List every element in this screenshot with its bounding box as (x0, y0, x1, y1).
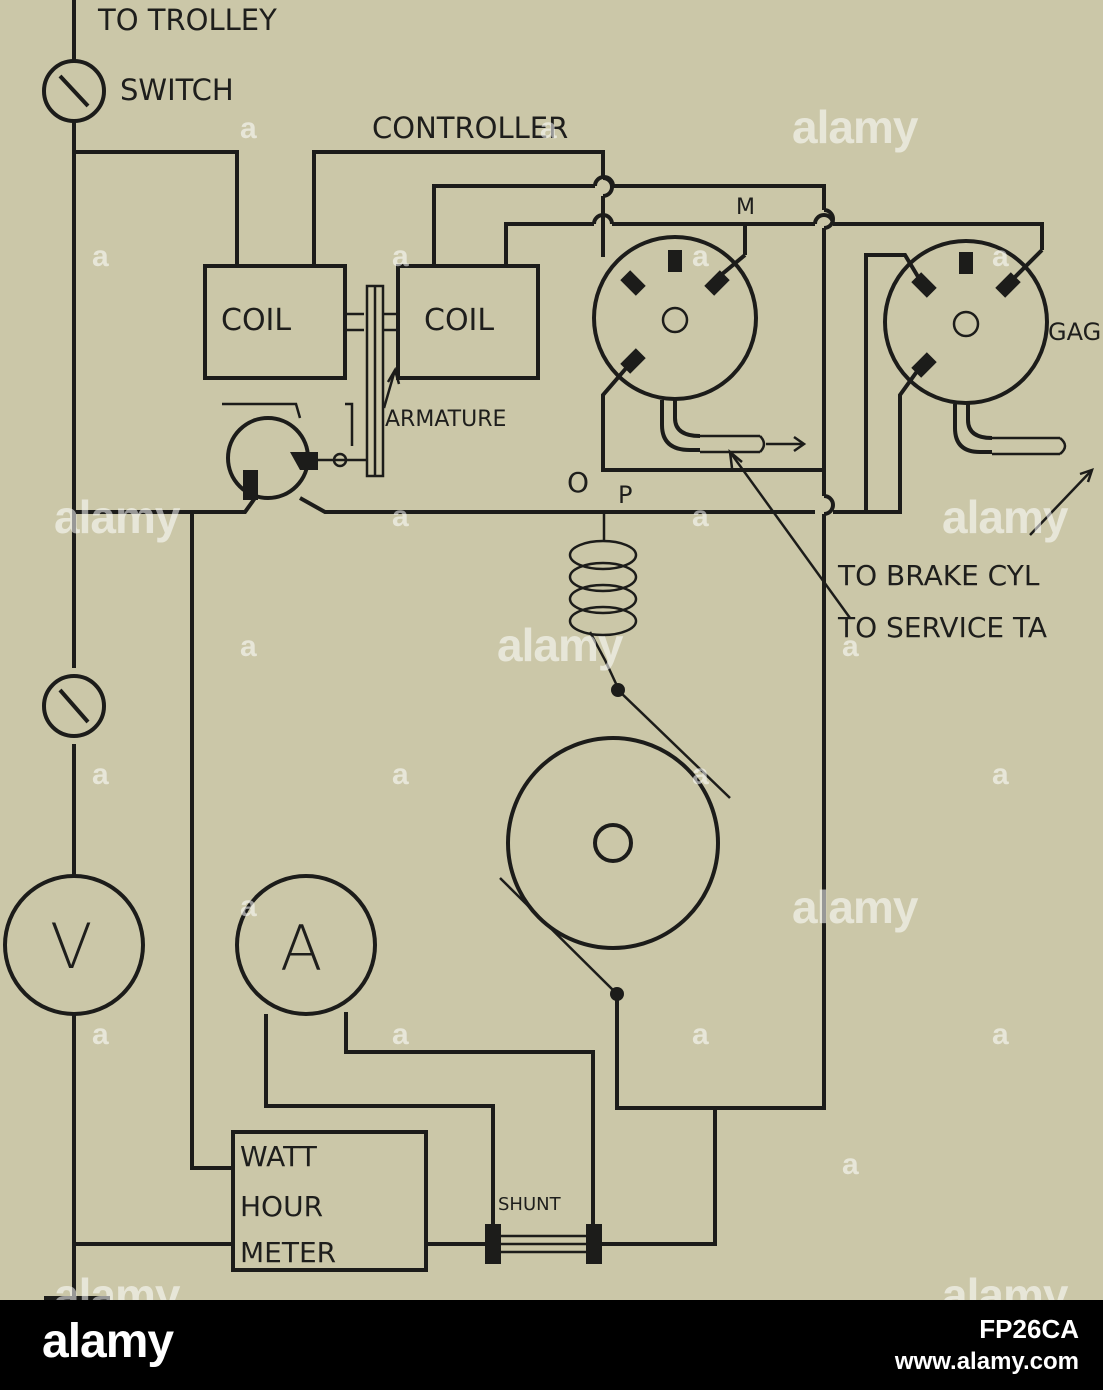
footer-image-id: FP26CA (979, 1314, 1079, 1344)
label-o: O (567, 466, 589, 499)
leader-armature-head (386, 366, 401, 385)
label-to-brake-cyl: TO BRAKE CYL (837, 559, 1040, 592)
label-to-trolley: TO TROLLEY (97, 3, 277, 37)
voltmeter-circle (3, 874, 145, 1016)
wire-right-coil (432, 184, 595, 265)
watermark-mark-1: a (240, 112, 257, 145)
wire-m (504, 222, 594, 265)
resistance-coil (568, 512, 731, 799)
label-voltmeter: V (50, 910, 92, 983)
footer-url: www.alamy.com (894, 1348, 1079, 1375)
label-switch: SWITCH (120, 73, 234, 107)
leader-brake-cyl-head (1079, 468, 1094, 483)
gauge-valve-2 (883, 239, 1067, 456)
lower-switch-icon (42, 674, 106, 738)
wire-bus-right (299, 496, 815, 514)
watermark-mark-2: a (540, 112, 557, 145)
wire-shunt-right (602, 1108, 717, 1246)
label-p: P (618, 481, 632, 509)
circuit-breaker (222, 402, 367, 500)
wire-right-coil-hop (593, 175, 615, 187)
wire-valve2-top (1010, 248, 1044, 282)
label-coil-left: COIL (221, 303, 291, 338)
shunt (485, 1224, 602, 1264)
wire-m-3 (833, 222, 1044, 250)
label-armature: ARMATURE (385, 407, 506, 432)
label-watt: WATT (240, 1140, 318, 1173)
ammeter-circle (235, 874, 377, 1016)
wire-controller (312, 150, 605, 265)
label-coil-right: COIL (424, 303, 494, 338)
watermark-mark-11: a (92, 758, 109, 791)
label-meter: METER (240, 1236, 336, 1269)
watermark-mark-6: a (992, 240, 1009, 273)
motor-circle (499, 736, 720, 1001)
watermark-5: alamy (792, 881, 918, 933)
wire-m-hop (592, 213, 614, 225)
diagram-svg: TO TROLLEY SWITCH CONTROLLER M COIL COIL… (3, 0, 1101, 1300)
footer-logo: alamy (42, 1315, 174, 1368)
watermark-mark-5: a (692, 240, 709, 273)
watermark-2: alamy (54, 491, 180, 543)
watermark-mark-9: a (240, 630, 257, 663)
watermark-4: alamy (497, 619, 623, 671)
wire-valve1-left (601, 364, 824, 472)
coil-left-box (203, 264, 347, 380)
wire-ammeter-right (344, 1012, 595, 1224)
label-controller: CONTROLLER (372, 111, 568, 145)
watermark-mark-3: a (92, 240, 109, 273)
brake-valve-1 (592, 235, 807, 454)
wire-bus-left (74, 496, 257, 514)
watermark-mark-13: a (692, 758, 709, 791)
watermark-mark-18: a (692, 1018, 709, 1051)
label-ammeter: A (280, 912, 322, 985)
watermark-mark-12: a (392, 758, 409, 791)
footer-bar: alamy FP26CA www.alamy.com (0, 1300, 1103, 1390)
label-to-service-ta: TO SERVICE TA (837, 611, 1047, 644)
wire-m-hop2 (813, 213, 835, 225)
wire-valve2-upper (864, 253, 922, 470)
label-hour: HOUR (240, 1190, 323, 1223)
wire-main-to-coil (74, 150, 239, 265)
wire-to-watt-meter (190, 512, 232, 1170)
leader-service-tank-head (728, 449, 743, 469)
watermark-mark-17: a (392, 1018, 409, 1051)
watermark-mark-8: a (692, 500, 709, 533)
wire-right-coil-4 (615, 514, 826, 1110)
leader-service-tank (728, 451, 852, 619)
coil-right-box (396, 264, 540, 380)
watermark-mark-16: a (92, 1018, 109, 1051)
watermark-mark-19: a (992, 1018, 1009, 1051)
wire-ammeter-left (264, 1014, 495, 1224)
label-gauge-partial: GAG (1048, 318, 1101, 346)
label-m: M (736, 195, 755, 220)
wire-valve2-lower (833, 368, 920, 514)
watermark-mark-4: a (392, 240, 409, 273)
wiring-diagram: TO TROLLEY SWITCH CONTROLLER M COIL COIL… (0, 0, 1103, 1321)
trolley-switch-icon (42, 59, 106, 123)
leader-armature (382, 369, 397, 409)
label-shunt: SHUNT (498, 1194, 562, 1215)
watt-hour-meter-box (231, 1130, 428, 1272)
watermark-mark-15: a (240, 890, 257, 923)
watermark-mark-20: a (842, 1148, 859, 1181)
watermark-1: alamy (792, 101, 918, 153)
watermark-3: alamy (942, 491, 1068, 543)
watermark-mark-14: a (992, 758, 1009, 791)
wire-right-coil-hop3 (823, 494, 835, 516)
watermark-mark-7: a (392, 500, 409, 533)
wire-right-coil-2 (613, 184, 826, 210)
watermark-mark-10: a (842, 630, 859, 663)
leader-brake-cyl (1029, 469, 1093, 536)
